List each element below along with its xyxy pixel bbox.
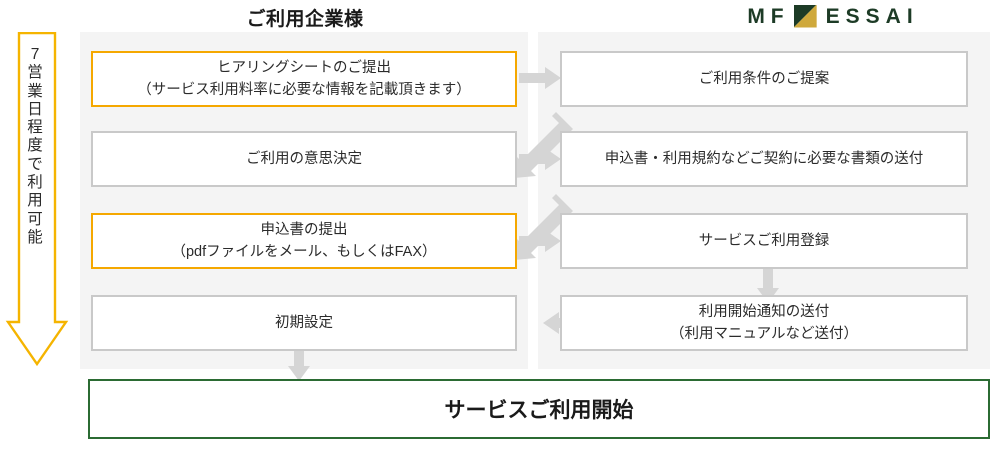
step-box-left-3-line1: 申込書の提出	[260, 221, 348, 238]
step-box-left-1-text: ヒアリングシートのご提出 （サービス利用料率に必要な情報を記載頂きます）	[127, 57, 481, 102]
step-box-left-3-text: 申込書の提出 （pdfファイルをメール、もしくはFAX）	[161, 219, 446, 264]
timeline-char-0: 7	[30, 46, 40, 63]
step-box-right-3-text: サービスご利用登録	[689, 230, 840, 252]
step-box-left-1[interactable]: ヒアリングシートのご提出 （サービス利用料率に必要な情報を記載頂きます）	[91, 51, 517, 107]
logo-text-essai: ESSAI	[825, 4, 919, 28]
step-box-left-4-line1: 初期設定	[275, 314, 333, 331]
step-box-left-2-text: ご利用の意思決定	[236, 148, 372, 170]
timeline-char-1: 営	[27, 64, 43, 82]
step-box-right-1[interactable]: ご利用条件のご提案	[560, 51, 968, 107]
step-box-left-3[interactable]: 申込書の提出 （pdfファイルをメール、もしくはFAX）	[91, 213, 517, 269]
step-box-right-3[interactable]: サービスご利用登録	[560, 213, 968, 269]
step-box-left-1-line2: （サービス利用料率に必要な情報を記載頂きます）	[137, 82, 471, 98]
step-box-left-2[interactable]: ご利用の意思決定	[91, 131, 517, 187]
timeline-char-4: 程	[27, 119, 43, 137]
timeline-char-9: 可	[27, 210, 43, 228]
mf-essai-logo: MF ESSAI	[676, 2, 990, 30]
step-box-left-4-text: 初期設定	[265, 312, 343, 334]
timeline-arrow-icon	[5, 32, 69, 367]
step-box-left-2-line1: ご利用の意思決定	[246, 150, 362, 167]
step-box-left-3-line2: （pdfファイルをメール、もしくはFAX）	[171, 244, 437, 260]
step-box-right-1-line1: ご利用条件のご提案	[698, 70, 830, 87]
timeline-char-8: 用	[27, 192, 43, 210]
timeline-label: 7 営 業 日 程 度 で 利 用 可 能	[19, 46, 51, 247]
logo-text-mf: MF	[747, 4, 790, 28]
timeline-char-7: 利	[27, 173, 43, 191]
final-status-label: サービスご利用開始	[444, 399, 634, 422]
step-box-right-4-line1: 利用開始通知の送付	[698, 303, 830, 320]
step-box-right-2-line1: 申込書・利用規約などご契約に必要な書類の送付	[604, 150, 924, 167]
timeline-char-6: で	[27, 155, 43, 173]
timeline-char-2: 業	[27, 82, 43, 100]
step-box-left-4[interactable]: 初期設定	[91, 295, 517, 351]
step-box-left-1-line1: ヒアリングシートのご提出	[217, 59, 391, 76]
step-box-right-4-line2: （利用マニュアルなど送付）	[669, 326, 859, 342]
step-box-right-2-text: 申込書・利用規約などご契約に必要な書類の送付	[595, 148, 934, 170]
timeline-char-5: 度	[27, 137, 43, 155]
step-box-right-3-line1: サービスご利用登録	[698, 232, 830, 249]
mf-essai-logo-mark-icon	[793, 4, 817, 28]
step-box-right-4-text: 利用開始通知の送付 （利用マニュアルなど送付）	[660, 301, 868, 346]
final-status-box[interactable]: サービスご利用開始	[88, 379, 990, 439]
step-box-right-1-text: ご利用条件のご提案	[689, 68, 840, 90]
timeline-char-10: 能	[27, 228, 43, 246]
timeline-char-3: 日	[27, 100, 43, 118]
customer-column-header: ご利用企業様	[246, 9, 364, 30]
step-box-right-4[interactable]: 利用開始通知の送付 （利用マニュアルなど送付）	[560, 295, 968, 351]
step-box-right-2[interactable]: 申込書・利用規約などご契約に必要な書類の送付	[560, 131, 968, 187]
